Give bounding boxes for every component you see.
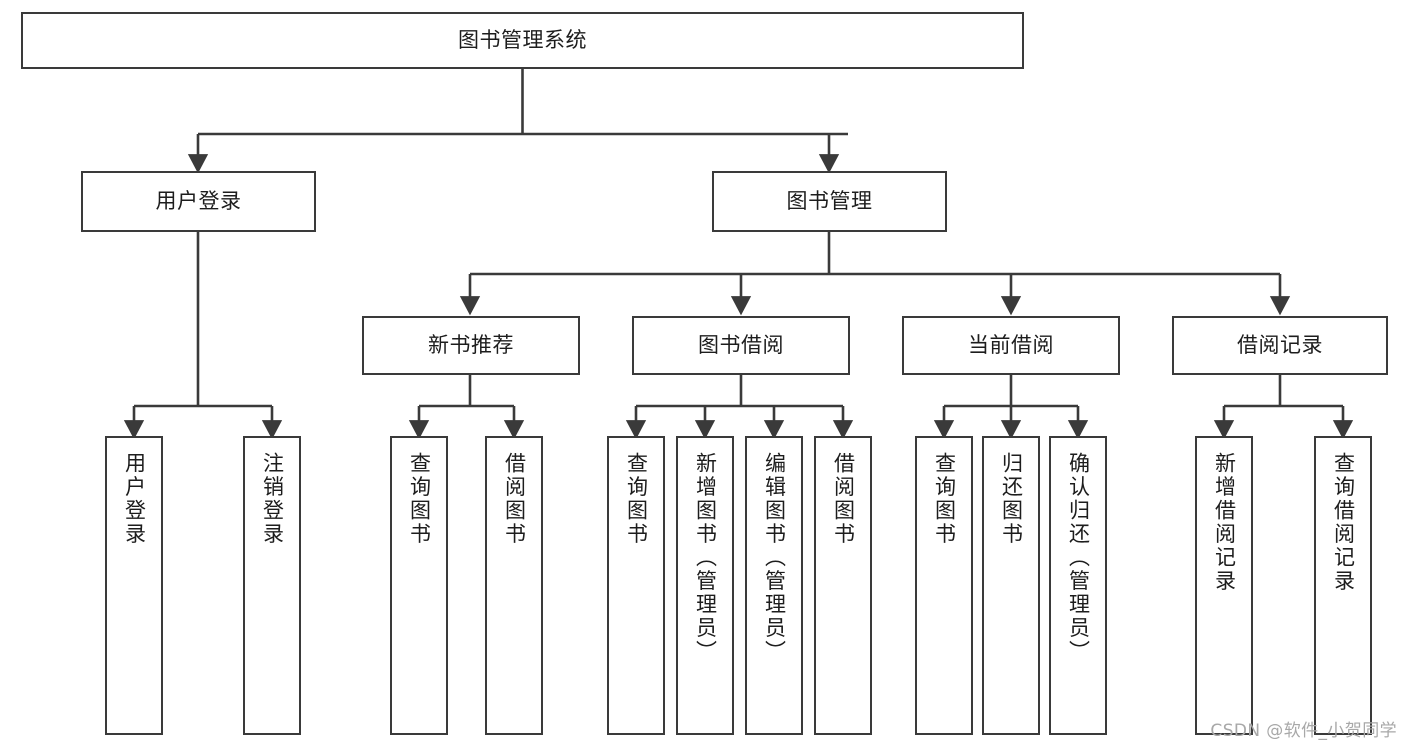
node-leaf-recommend-query-book[interactable]: 查询图书 xyxy=(390,436,448,735)
node-current-borrow[interactable]: 当前借阅 xyxy=(902,316,1120,375)
node-leaf-record-add[interactable]: 新增借阅记录 xyxy=(1195,436,1253,735)
node-label: 借阅图书 xyxy=(502,452,527,546)
watermark-text: CSDN @软件_小贺同学 xyxy=(1210,721,1397,741)
node-label: 查询借阅记录 xyxy=(1331,452,1356,593)
node-leaf-borrow-add-book[interactable]: 新增图书（管理员） xyxy=(676,436,734,735)
node-leaf-borrow-edit-book[interactable]: 编辑图书（管理员） xyxy=(745,436,803,735)
node-label: 编辑图书（管理员） xyxy=(762,452,787,664)
node-leaf-current-confirm-return[interactable]: 确认归还（管理员） xyxy=(1049,436,1107,735)
node-root-system[interactable]: 图书管理系统 xyxy=(21,12,1024,69)
node-label: 注销登录 xyxy=(260,452,285,546)
node-leaf-current-return-book[interactable]: 归还图书 xyxy=(982,436,1040,735)
node-leaf-current-query-book[interactable]: 查询图书 xyxy=(915,436,973,735)
node-label: 确认归还（管理员） xyxy=(1066,452,1091,664)
node-label: 用户登录 xyxy=(155,189,242,214)
node-label: 用户登录 xyxy=(122,452,147,546)
node-label: 查询图书 xyxy=(932,452,957,546)
node-label: 当前借阅 xyxy=(968,333,1054,358)
node-label: 查询图书 xyxy=(624,452,649,546)
node-label: 新书推荐 xyxy=(428,333,514,358)
node-label: 图书管理 xyxy=(786,189,873,214)
node-label: 借阅图书 xyxy=(831,452,856,546)
node-label: 新增借阅记录 xyxy=(1212,452,1237,593)
node-book-borrow[interactable]: 图书借阅 xyxy=(632,316,850,375)
node-label: 归还图书 xyxy=(999,452,1024,546)
node-leaf-user-login[interactable]: 用户登录 xyxy=(105,436,163,735)
node-label: 图书管理系统 xyxy=(458,28,587,53)
node-book-management[interactable]: 图书管理 xyxy=(712,171,947,232)
node-new-book-recommend[interactable]: 新书推荐 xyxy=(362,316,580,375)
node-label: 图书借阅 xyxy=(698,333,784,358)
node-label: 新增图书（管理员） xyxy=(693,452,718,664)
node-label: 查询图书 xyxy=(407,452,432,546)
node-leaf-recommend-borrow-book[interactable]: 借阅图书 xyxy=(485,436,543,735)
node-leaf-borrow-query-book[interactable]: 查询图书 xyxy=(607,436,665,735)
node-user-login[interactable]: 用户登录 xyxy=(81,171,316,232)
node-borrow-record[interactable]: 借阅记录 xyxy=(1172,316,1388,375)
node-leaf-record-query[interactable]: 查询借阅记录 xyxy=(1314,436,1372,735)
node-leaf-borrow-borrow-book[interactable]: 借阅图书 xyxy=(814,436,872,735)
node-leaf-user-logout[interactable]: 注销登录 xyxy=(243,436,301,735)
node-label: 借阅记录 xyxy=(1237,333,1323,358)
